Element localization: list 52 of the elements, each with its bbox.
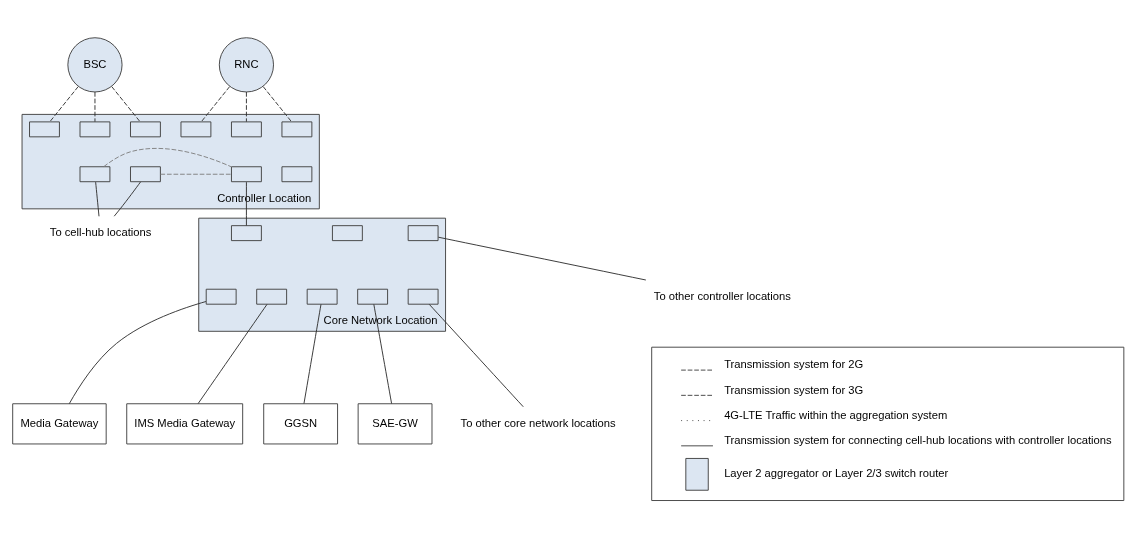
connector	[103, 147, 232, 167]
node-box	[331, 224, 363, 241]
node-circle: RNC	[218, 36, 274, 92]
connector	[95, 181, 100, 217]
connector	[245, 91, 247, 122]
node-text: To other core network locations	[460, 416, 616, 429]
node-box: SAE-GW	[357, 402, 433, 444]
node-box	[130, 165, 161, 182]
cluster	[198, 217, 446, 332]
node-box	[357, 288, 389, 305]
node-box	[79, 165, 111, 182]
node-box	[407, 288, 439, 305]
connector	[303, 303, 322, 404]
connector	[262, 85, 293, 122]
node-box	[231, 224, 262, 241]
node-box	[281, 165, 313, 182]
node-box	[180, 120, 212, 137]
node-box	[231, 165, 262, 182]
node-box	[29, 120, 60, 137]
connector	[111, 85, 141, 122]
legend-label: Transmission system for connecting cell-hub locations with controller locations	[724, 433, 1112, 446]
node-box: Media Gateway	[12, 402, 107, 444]
legend-label: 4G-LTE Traffic within the aggregation system	[724, 408, 948, 421]
node-circle: BSC	[67, 36, 123, 92]
connector	[437, 236, 647, 280]
node-box	[205, 288, 237, 305]
node-box	[281, 120, 313, 137]
connector	[113, 181, 141, 217]
connector	[200, 85, 231, 122]
node-label: Core Network Location	[323, 313, 438, 326]
connector	[159, 173, 232, 175]
legend-label: Transmission system for 3G	[724, 383, 864, 396]
legend-label: Layer 2 aggregator or Layer 2/3 switch router	[724, 466, 949, 479]
connector	[245, 181, 247, 226]
node-box	[306, 288, 338, 305]
node-box	[407, 224, 439, 241]
connector	[94, 91, 96, 122]
node-box	[256, 288, 288, 305]
node-box	[130, 120, 161, 137]
node-box	[79, 120, 111, 137]
node-text: To other controller locations	[653, 289, 791, 302]
connector	[428, 303, 524, 407]
legend-label: Transmission system for 2G	[724, 357, 864, 370]
connector	[68, 300, 207, 404]
connector	[373, 303, 393, 404]
node-text: To cell-hub locations	[49, 225, 152, 238]
node-box: GGSN	[263, 402, 339, 444]
connector	[49, 85, 79, 122]
node-box: IMS Media Gateway	[126, 402, 244, 444]
connector	[197, 303, 268, 404]
node-box	[231, 120, 262, 137]
cluster	[21, 113, 320, 209]
